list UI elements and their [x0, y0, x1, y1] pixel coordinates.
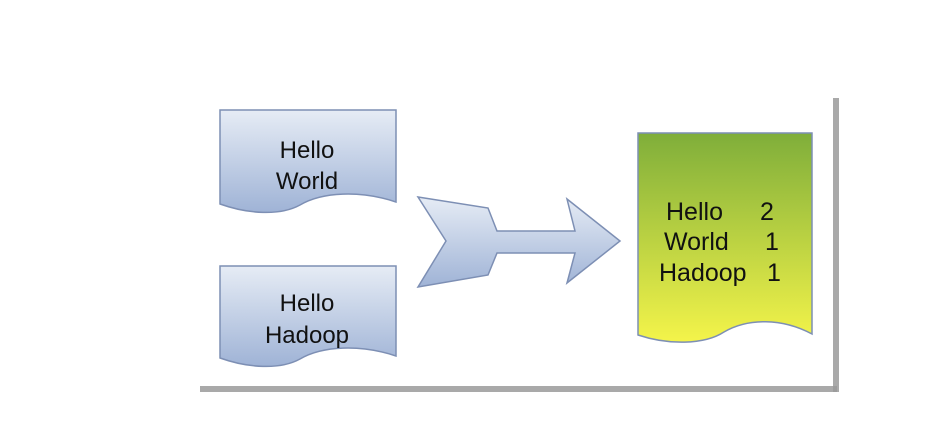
result-document: Hello 2 World 1 Hadoop 1 [637, 132, 813, 343]
merge-arrow-icon [416, 196, 622, 289]
input-document-2-line-2: Hadoop [265, 322, 349, 349]
input-document-1-line-1: Hello [280, 137, 335, 164]
input-document-1-line-2-text: World [276, 168, 338, 195]
input-document-2: Hello Hadoop [219, 265, 397, 368]
frame-shadow [200, 98, 839, 392]
input-document-1-shape [219, 109, 397, 214]
result-row-3-count: 1 [767, 259, 781, 287]
input-document-1: Hello Hello World [219, 109, 397, 214]
result-row-3-word: Hadoop [659, 259, 747, 287]
input-document-2-line-1: Hello [280, 290, 335, 317]
input-document-2-shape [219, 265, 397, 368]
result-row-1-word: Hello [666, 198, 723, 226]
result-row-1-count: 2 [760, 198, 774, 226]
result-row-2-count: 1 [765, 228, 779, 256]
result-document-shape [637, 132, 813, 343]
result-row-2-word: World [664, 228, 729, 256]
